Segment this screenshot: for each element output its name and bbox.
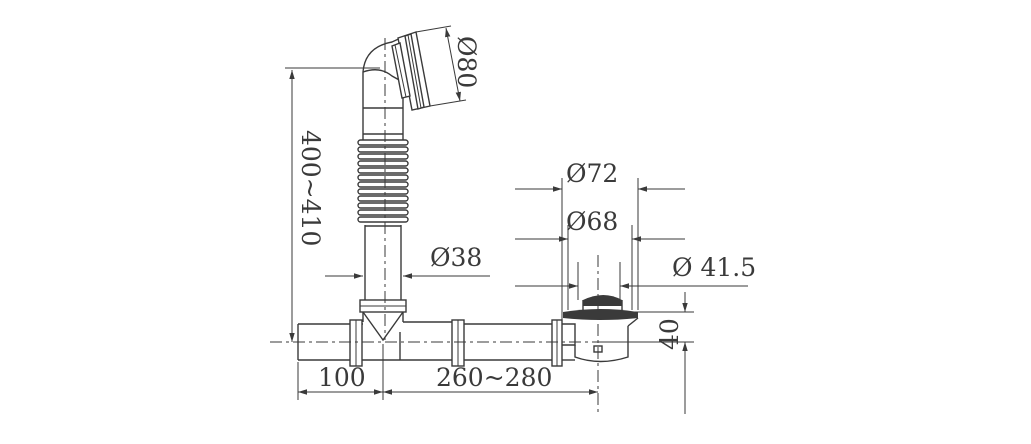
corrugation-rib <box>357 181 409 188</box>
dim-cover-inner-diameter: Ø68 <box>566 207 618 236</box>
dim-inlet-offset: 100 <box>318 363 366 392</box>
corrugation-rib <box>357 139 409 146</box>
corrugation-rib <box>357 216 409 223</box>
drain-trap <box>562 295 639 363</box>
corrugation-rib <box>357 146 409 153</box>
dim-pipe-length: 260~280 <box>436 363 552 392</box>
corrugated-section <box>357 139 409 223</box>
corrugation-rib <box>357 160 409 167</box>
dim-trap-height: 40 <box>655 318 684 350</box>
horizontal-pipe <box>297 319 563 367</box>
corrugation-rib <box>357 188 409 195</box>
dim-standpipe-diameter: Ø38 <box>430 243 482 272</box>
corrugation-rib <box>357 174 409 181</box>
corrugation-rib <box>357 195 409 202</box>
corrugation-rib <box>357 167 409 174</box>
overflow-head <box>362 31 431 111</box>
corrugation-rib <box>357 202 409 209</box>
center-lines <box>270 38 600 412</box>
dim-top-outlet-diameter: Ø80 <box>452 36 481 88</box>
dim-standpipe-height: 400~410 <box>296 130 325 246</box>
dim-cover-outer-diameter: Ø72 <box>566 159 618 188</box>
standpipe <box>357 103 409 342</box>
dimension-lines <box>285 25 748 414</box>
corrugation-rib <box>357 209 409 216</box>
dim-drain-pipe-diameter: Ø 41.5 <box>672 253 756 282</box>
corrugation-rib <box>357 153 409 160</box>
